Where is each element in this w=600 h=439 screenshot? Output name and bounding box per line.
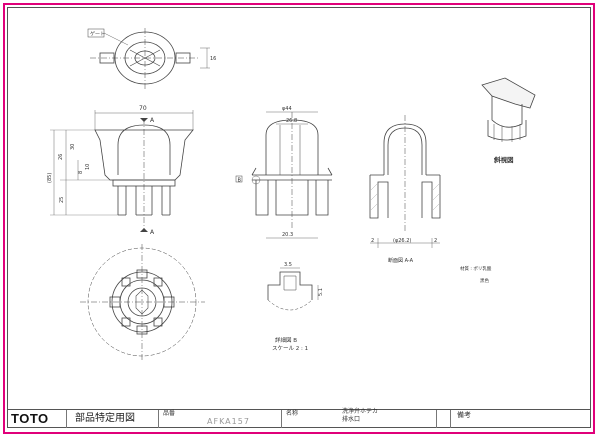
part-no-label: 品番 xyxy=(163,410,176,417)
detail-caption-1: 詳細図 B xyxy=(275,336,297,344)
name-cell: 名称 洗浄弁ホテカ 排水口 xyxy=(282,408,437,428)
toto-logo: TOTO xyxy=(7,410,67,428)
sheet-title: 部品特定用図 xyxy=(67,410,159,428)
iso-caption: 斜視図 xyxy=(493,155,514,164)
part-no-cell: 品番 AFKA157 xyxy=(159,410,282,428)
remarks-cell: 備考 xyxy=(451,410,591,428)
remarks-label: 備考 xyxy=(457,411,471,419)
gate-label: ゲート xyxy=(90,31,105,38)
name-label: 名称 xyxy=(286,410,299,417)
side-dim-phi44: φ44 xyxy=(282,106,292,112)
section-view xyxy=(369,115,441,248)
side-view xyxy=(235,111,333,239)
top-view xyxy=(87,28,210,90)
front-section-label-top: A xyxy=(150,117,155,124)
front-dim-8: 8 xyxy=(78,171,84,174)
front-dim-26: 26 xyxy=(58,154,64,160)
detail-dim-5-1: 5.1 xyxy=(318,288,324,296)
section-dim-right: 2 xyxy=(434,238,437,244)
note-material: 材質 : ポリ乳酸 xyxy=(460,265,492,272)
front-dim-10: 10 xyxy=(85,164,91,170)
side-dim-26-8: 26.8 xyxy=(286,118,297,124)
front-dim-width: 70 xyxy=(139,105,147,112)
bottom-view xyxy=(80,244,205,360)
outer-frame xyxy=(3,3,595,434)
note-color: 黒色 xyxy=(480,277,489,284)
front-section-label-bottom: A xyxy=(150,229,155,236)
side-dim-20-3: 20.3 xyxy=(282,232,293,238)
front-dim-85: (85) xyxy=(47,173,53,183)
iso-view xyxy=(481,77,536,142)
section-caption: 断面図 A-A xyxy=(388,257,414,264)
side-marker-b: B xyxy=(238,178,242,184)
section-dim-center: (φ26.2) xyxy=(393,238,411,244)
front-view xyxy=(50,110,194,232)
drawing-border xyxy=(7,7,591,428)
detail-view xyxy=(267,267,319,311)
top-dim-right: 16 xyxy=(210,56,216,62)
front-dim-30: 30 xyxy=(70,144,76,150)
name-line-1: 洗浄弁ホテカ xyxy=(342,408,379,415)
title-block: TOTO 部品特定用図 品番 AFKA157 名称 洗浄弁ホテカ 排水口 備考 xyxy=(7,408,591,428)
blank-cell xyxy=(437,410,451,428)
front-dim-25: 25 xyxy=(59,197,65,203)
part-no-value: AFKA157 xyxy=(207,417,250,426)
detail-caption-2: スケール 2 : 1 xyxy=(272,345,308,352)
name-line-2: 排水口 xyxy=(342,416,361,423)
detail-dim-3-5: 3.5 xyxy=(284,262,292,268)
section-dim-left: 2 xyxy=(371,238,374,244)
